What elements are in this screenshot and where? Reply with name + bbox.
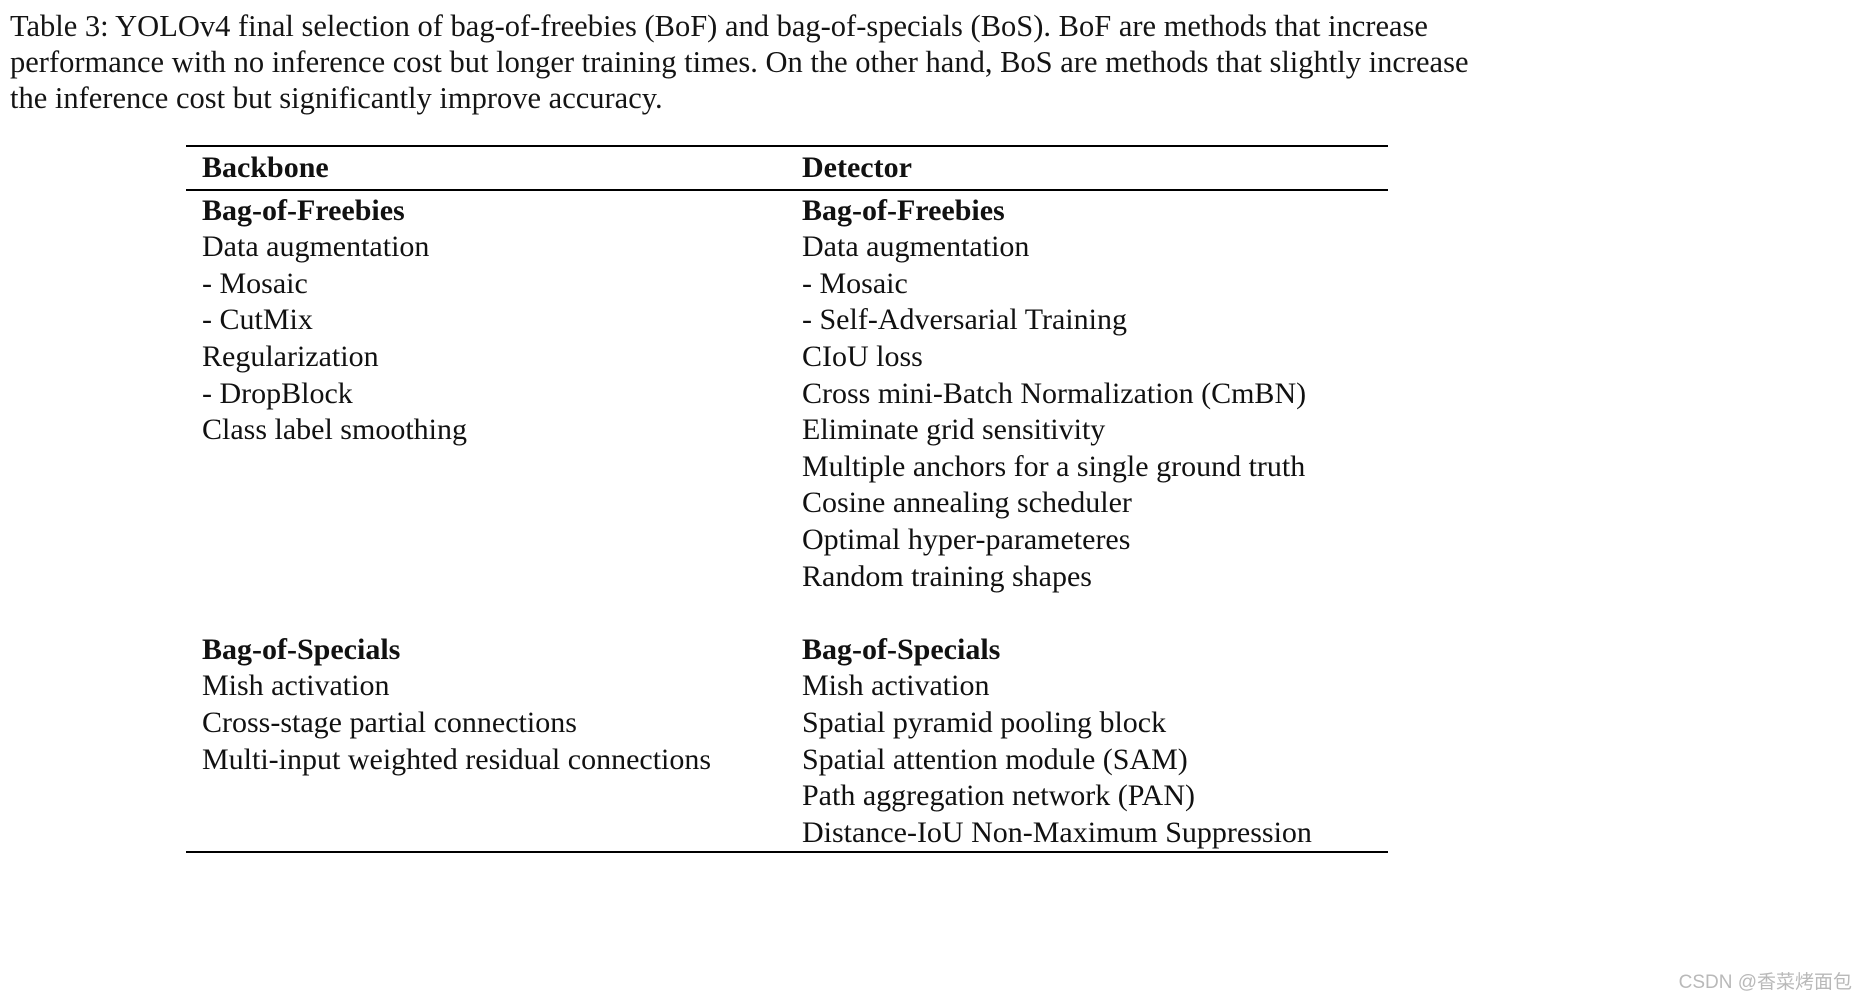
table-row: Regularization CIoU loss [186,339,1388,376]
cell-backbone: Multi-input weighted residual connection… [202,742,712,776]
caption-line-3: the inference cost but significantly imp… [10,81,663,115]
cell-detector: Data augmentation [802,230,1030,264]
cell-detector: Cross mini-Batch Normalization (CmBN) [802,376,1307,410]
table-row: Multiple anchors for a single ground tru… [186,449,1388,486]
section-title-backbone: Bag-of-Freebies [202,193,405,227]
table-mid-rule [186,188,1388,191]
cell-detector: - Mosaic [802,266,908,300]
cell-backbone: - CutMix [202,303,313,337]
table-row: - CutMix - Self-Adversarial Training [186,302,1388,339]
table-caption: Table 3: YOLOv4 final selection of bag-o… [10,8,1856,116]
cell-detector: Cosine annealing scheduler [802,486,1132,520]
csdn-watermark: CSDN @香菜烤面包 [1678,972,1852,993]
cell-backbone: Cross-stage partial connections [202,705,577,739]
caption-line-2: performance with no inference cost but l… [10,45,1469,79]
table-header-row: Backbone Detector [186,147,1388,189]
table-row: - Mosaic - Mosaic [186,266,1388,303]
cell-detector: Spatial attention module (SAM) [802,742,1188,776]
table-row: Cross-stage partial connections Spatial p… [186,705,1388,742]
table-row: Bag-of-Specials Bag-of-Specials [186,632,1388,669]
cell-backbone: - Mosaic [202,266,308,300]
section-title-detector: Bag-of-Specials [802,632,1001,666]
cell-detector: Random training shapes [802,559,1092,593]
cell-detector: CIoU loss [802,339,923,373]
table-row: Class label smoothing Eliminate grid sens… [186,412,1388,449]
cell-backbone: - DropBlock [202,376,353,410]
column-header-detector: Detector [802,151,912,184]
cell-detector: Distance-IoU Non-Maximum Suppression [802,815,1312,849]
table-bottom-rule [186,851,1388,854]
table-row: Cosine annealing scheduler [186,485,1388,522]
cell-detector: Eliminate grid sensitivity [802,413,1106,447]
cell-detector: Mish activation [802,669,990,703]
section-title-detector: Bag-of-Freebies [802,193,1005,227]
table-row: Optimal hyper-parameteres [186,522,1388,559]
cell-backbone: Regularization [202,339,379,373]
cell-detector: Spatial pyramid pooling block [802,705,1167,739]
table-row: Path aggregation network (PAN) [186,778,1388,815]
cell-detector: - Self-Adversarial Training [802,303,1127,337]
table-spacer-row [186,595,1388,632]
section-title-backbone: Bag-of-Specials [202,632,401,666]
cell-detector: Path aggregation network (PAN) [802,779,1195,813]
table-row: Random training shapes [186,559,1388,596]
cell-backbone: Class label smoothing [202,413,467,447]
table-top-rule [186,145,1388,147]
caption-line-1: Table 3: YOLOv4 final selection of bag-o… [10,9,1428,43]
cell-backbone: Mish activation [202,669,390,703]
table-row: Data augmentation Data augmentation [186,229,1388,266]
cell-detector: Optimal hyper-parameteres [802,522,1131,556]
table-row: Mish activation Mish activation [186,668,1388,705]
column-header-backbone: Backbone [202,151,329,184]
table-row: Bag-of-Freebies Bag-of-Freebies [186,193,1388,230]
table-row: - DropBlock Cross mini-Batch Normalizatio… [186,376,1388,413]
table-row: Multi-input weighted residual connection… [186,742,1388,779]
cell-backbone: Data augmentation [202,230,430,264]
table-row: Distance-IoU Non-Maximum Suppression [186,815,1388,852]
cell-detector: Multiple anchors for a single ground tru… [802,449,1306,483]
